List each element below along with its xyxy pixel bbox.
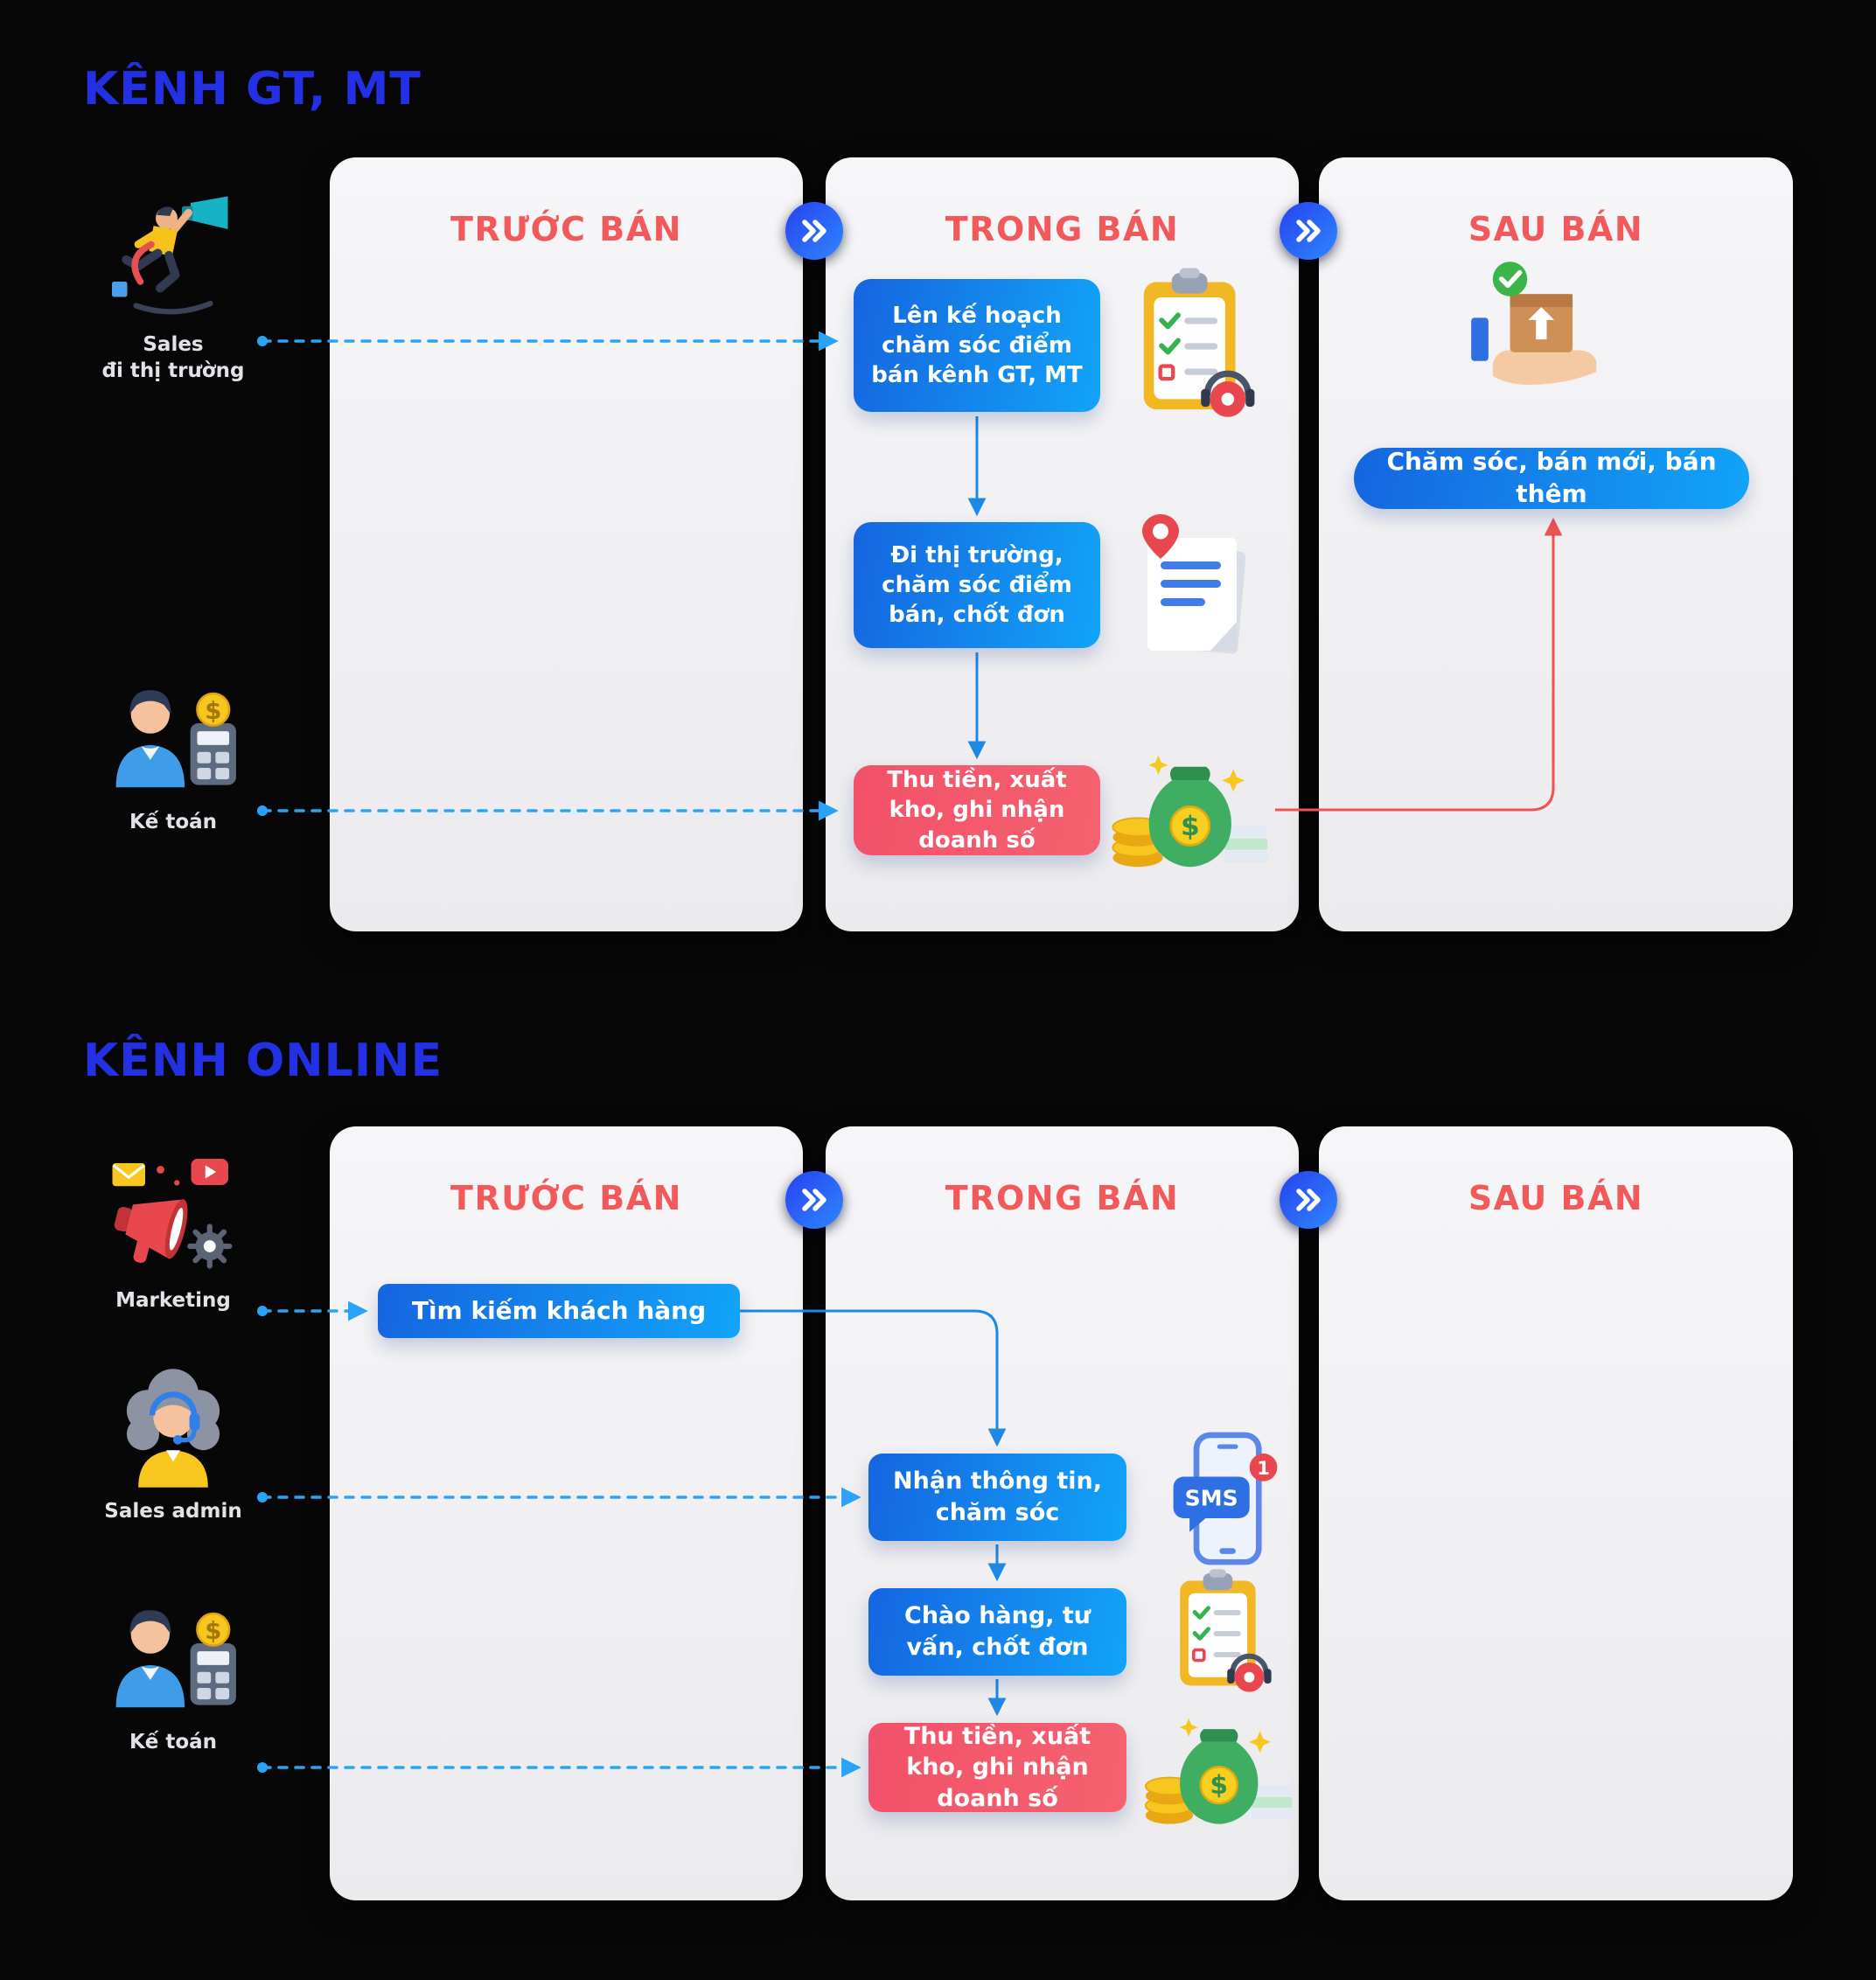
column-header-sau-ban: SAU BÁN — [1468, 210, 1644, 248]
actor-sales-admin: Sales admin — [77, 1364, 269, 1525]
dollar-glyph: $ — [205, 1618, 221, 1645]
accountant-icon: $ — [115, 1610, 236, 1708]
sms-badge-count: 1 — [1257, 1457, 1270, 1479]
column-header-sau-ban: SAU BÁN — [1468, 1179, 1644, 1217]
note-location-icon — [1142, 514, 1246, 654]
actor-label-sales-rep: Sales đi thị trường — [101, 333, 245, 382]
column-header-truoc-ban: TRƯỚC BÁN — [450, 1179, 682, 1217]
actor-label-accountant: Kế toán — [129, 811, 218, 833]
sms-label: SMS — [1185, 1485, 1238, 1510]
step-collect-money: Thu tiền, xuất kho, ghi nhận doanh số — [868, 1723, 1126, 1812]
actor-label-marketing: Marketing — [115, 1289, 231, 1312]
double-chevron-icon — [802, 1189, 826, 1211]
panel-online-truoc-ban — [330, 1126, 803, 1900]
package-delivered-icon — [1471, 261, 1597, 385]
section-title-online: KÊNH ONLINE — [83, 1035, 443, 1087]
actor-accountant: $ Kế toán — [77, 1593, 269, 1756]
marketing-icon — [112, 1159, 232, 1269]
double-chevron-icon — [1296, 220, 1321, 242]
step-find-customers: Tìm kiếm khách hàng — [378, 1284, 740, 1338]
panel-online-sau-ban — [1319, 1126, 1793, 1900]
chevron-badge — [785, 202, 843, 260]
column-header-trong-ban: TRONG BÁN — [945, 1179, 1180, 1217]
sales-admin-icon — [126, 1369, 220, 1488]
chevron-badge — [1280, 202, 1337, 260]
actor-label-sales-admin: Sales admin — [104, 1500, 242, 1523]
dollar-glyph: $ — [1181, 811, 1200, 842]
step-collect-money: Thu tiền, xuất kho, ghi nhận doanh số — [854, 765, 1100, 855]
step-label: Thu tiền, xuất kho, ghi nhận doanh số — [903, 1722, 1091, 1812]
section-title-gt-mt: KÊNH GT, MT — [83, 63, 422, 115]
column-header-trong-ban: TRONG BÁN — [945, 210, 1180, 248]
double-chevron-icon — [1296, 1189, 1321, 1211]
step-label: Tìm kiếm khách hàng — [411, 1295, 707, 1325]
step-after-sale-care: Chăm sóc, bán mới, bán thêm — [1354, 447, 1749, 509]
step-visit-market: Đi thị trường, chăm sóc điểm bán, chốt đ… — [854, 522, 1100, 648]
dollar-glyph: $ — [205, 698, 221, 725]
accountant-icon: $ — [115, 690, 236, 788]
step-label: Đi thị trường, chăm sóc điểm bán, chốt đ… — [882, 541, 1072, 629]
chevron-badge — [1280, 1171, 1337, 1229]
actor-marketing: Marketing — [77, 1150, 269, 1314]
panel-gtmt-truoc-ban — [330, 157, 803, 931]
step-receive-info: Nhận thông tin, chăm sóc — [868, 1454, 1126, 1541]
clipboard-checklist-icon — [1180, 1569, 1272, 1692]
sales-rep-icon — [112, 196, 228, 315]
sms-phone-icon: SMS 1 — [1173, 1432, 1278, 1565]
step-label: Nhận thông tin, chăm sóc — [893, 1468, 1102, 1526]
dollar-glyph: $ — [1210, 1770, 1228, 1800]
actor-accountant: $ Kế toán — [77, 673, 269, 836]
clipboard-checklist-icon — [1143, 268, 1255, 417]
money-bag-icon: $ — [1112, 755, 1268, 868]
arrow-origin-dot — [257, 1762, 268, 1773]
step-label: Lên kế hoạch chăm sóc điểm bán kênh GT, … — [871, 302, 1083, 389]
step-label: Chăm sóc, bán mới, bán thêm — [1386, 447, 1717, 508]
step-plan-pos-care: Lên kế hoạch chăm sóc điểm bán kênh GT, … — [854, 279, 1100, 412]
step-label: Chào hàng, tư vấn, chốt đơn — [904, 1602, 1091, 1661]
money-bag-icon: $ — [1144, 1718, 1293, 1824]
chevron-badge — [785, 1171, 843, 1229]
column-header-truoc-ban: TRƯỚC BÁN — [450, 210, 682, 248]
double-chevron-icon — [802, 220, 826, 242]
step-label: Thu tiền, xuất kho, ghi nhận doanh số — [887, 767, 1067, 854]
step-offer-consult: Chào hàng, tư vấn, chốt đơn — [868, 1588, 1126, 1676]
actor-sales-rep: Sales đi thị trường — [77, 194, 269, 385]
actor-label-accountant: Kế toán — [129, 1731, 218, 1753]
